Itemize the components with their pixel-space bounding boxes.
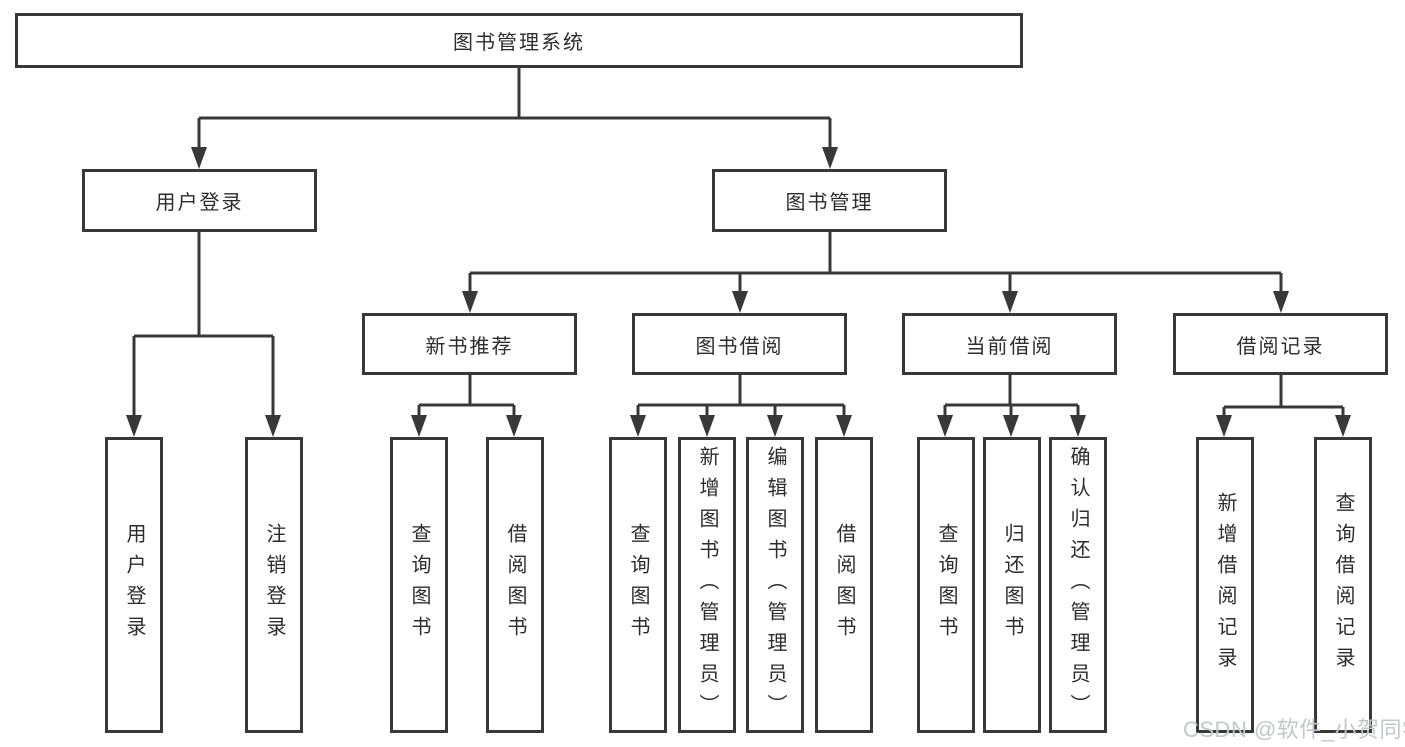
node-current-borrowing: 当前借阅: [902, 313, 1117, 375]
leaf-label: 编辑图书（管理员）: [764, 445, 786, 725]
leaf-label: 查询借阅记录: [1332, 492, 1354, 678]
leaf-query-books-borrowing: 查询图书: [609, 437, 667, 733]
leaf-label: 查询图书: [408, 523, 430, 647]
leaf-label: 新增借阅记录: [1214, 492, 1236, 678]
leaf-label: 新增图书（管理员）: [696, 445, 718, 725]
node-label: 借阅记录: [1236, 335, 1325, 358]
leaf-label: 借阅图书: [504, 523, 526, 647]
leaf-label: 用户登录: [123, 523, 145, 647]
node-label: 用户登录: [155, 192, 244, 214]
leaf-return-book: 归还图书: [983, 437, 1041, 733]
node-label: 当前借阅: [965, 335, 1054, 358]
leaf-label: 确认归还（管理员）: [1067, 445, 1089, 725]
leaf-label: 查询图书: [935, 523, 957, 647]
leaf-borrow-book-borrowing: 借阅图书: [815, 437, 873, 733]
leaf-user-login: 用户登录: [105, 437, 163, 733]
node-label: 图书借阅: [695, 335, 784, 358]
leaf-logout: 注销登录: [245, 437, 303, 733]
leaf-label: 借阅图书: [833, 523, 855, 647]
node-book-borrowing: 图书借阅: [632, 313, 847, 375]
csdn-watermark: CSDN @软件_小贺同学: [1183, 717, 1405, 742]
node-label: 新书推荐: [425, 335, 514, 358]
leaf-query-books-recommend: 查询图书: [390, 437, 448, 733]
node-new-book-recommend: 新书推荐: [362, 313, 577, 375]
node-user-login: 用户登录: [82, 169, 317, 232]
node-book-management: 图书管理: [712, 169, 947, 232]
leaf-label: 归还图书: [1001, 523, 1023, 647]
leaf-label: 查询图书: [627, 523, 649, 647]
leaf-borrow-book-recommend: 借阅图书: [486, 437, 544, 733]
leaf-add-book-admin: 新增图书（管理员）: [678, 437, 736, 733]
node-label: 图书管理: [785, 192, 874, 214]
node-borrowing-records: 借阅记录: [1173, 313, 1388, 375]
node-library-system: 图书管理系统: [15, 13, 1023, 68]
node-label: 图书管理系统: [453, 32, 585, 54]
leaf-confirm-return-admin: 确认归还（管理员）: [1049, 437, 1107, 733]
leaf-label: 注销登录: [263, 523, 285, 647]
leaf-query-books-current: 查询图书: [917, 437, 975, 733]
leaf-add-borrow-record: 新增借阅记录: [1196, 437, 1254, 733]
leaf-edit-book-admin: 编辑图书（管理员）: [746, 437, 804, 733]
leaf-query-borrow-record: 查询借阅记录: [1314, 437, 1372, 733]
